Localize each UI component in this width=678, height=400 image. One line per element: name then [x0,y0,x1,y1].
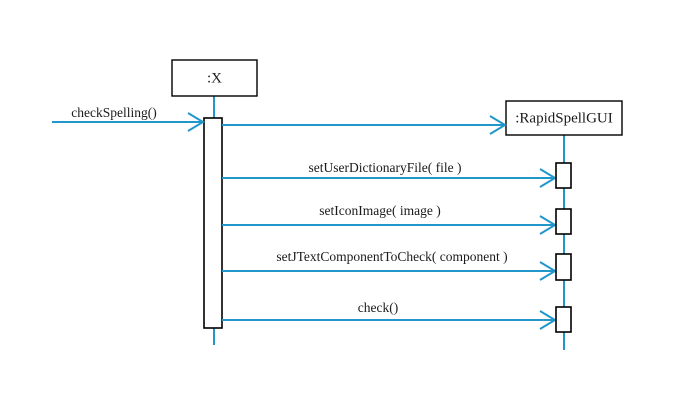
message-arrowhead-icon [539,261,557,281]
message-arrowhead-icon [187,112,205,132]
activation-bar-rapidspellgui-3[interactable] [555,253,572,281]
object-label-x: :X [207,70,222,86]
message-to-rapidspellgui[interactable] [222,115,507,135]
activation-bar-rapidspellgui-1[interactable] [555,162,572,189]
message-label: check() [358,300,398,315]
object-label-rapidspellgui: :RapidSpellGUI [515,110,613,126]
activation-bar-x[interactable] [203,117,223,329]
message-check[interactable]: check() [222,300,572,333]
message-label: setJTextComponentToCheck( component ) [276,249,507,264]
message-set-icon-image[interactable]: setIconImage( image ) [222,203,572,235]
message-label: setIconImage( image ) [319,203,440,218]
object-box-rapidspellgui[interactable] [505,100,623,136]
message-arrowhead-icon [539,310,557,330]
message-arrowhead-icon [539,168,557,188]
message-set-jtextcomponent-to-check[interactable]: setJTextComponentToCheck( component ) [222,249,572,281]
message-arrowhead-icon [539,215,557,235]
message-set-user-dictionary-file[interactable]: setUserDictionaryFile( file ) [222,160,572,189]
activation-bar-rapidspellgui-4[interactable] [555,306,572,333]
lifeline-x: :X [171,59,258,345]
message-label: setUserDictionaryFile( file ) [309,160,462,175]
message-arrowhead-icon [489,115,507,135]
message-check-spelling[interactable]: checkSpelling() [52,105,205,132]
activation-bar-rapidspellgui-2[interactable] [555,208,572,235]
object-box-x[interactable] [171,59,258,97]
message-label: checkSpelling() [71,105,156,120]
